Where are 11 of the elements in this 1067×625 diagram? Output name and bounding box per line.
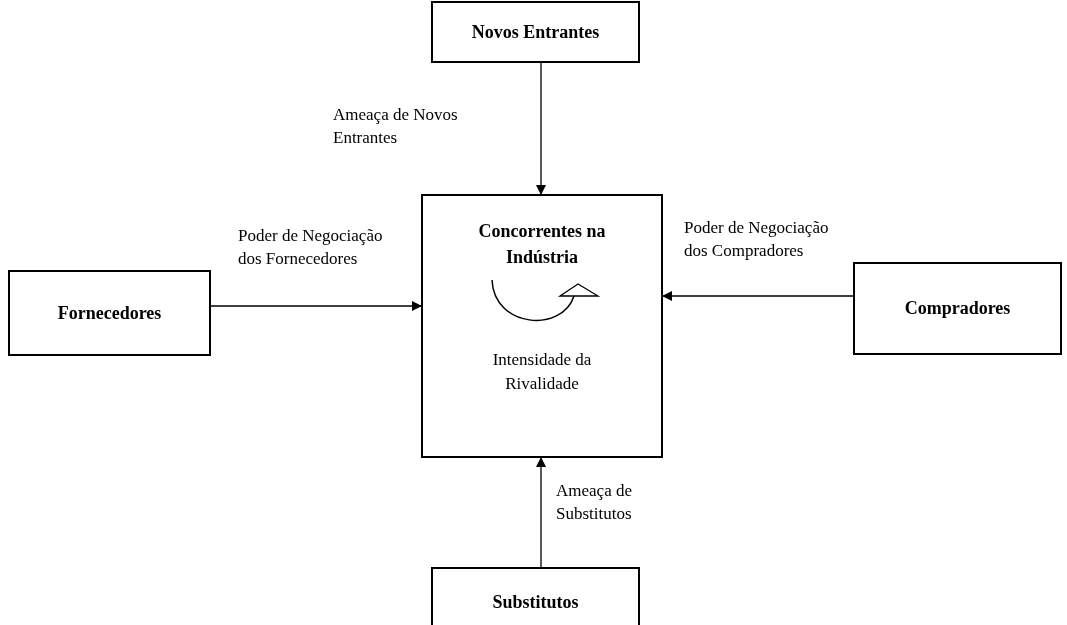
- process-box: Novos Entrantes: [431, 1, 640, 63]
- box-title: Concorrentes na Indústria: [477, 220, 607, 269]
- arrow: [662, 291, 854, 301]
- box-text: Intensidade da Rivalidade: [491, 349, 593, 395]
- arrow: [210, 301, 422, 311]
- process-box: Substitutos: [431, 567, 640, 625]
- process-box: [421, 194, 663, 458]
- arrow: [536, 457, 546, 568]
- process-box: Compradores: [853, 262, 1062, 355]
- process-box: Fornecedores: [8, 270, 211, 356]
- arrow: [536, 62, 546, 195]
